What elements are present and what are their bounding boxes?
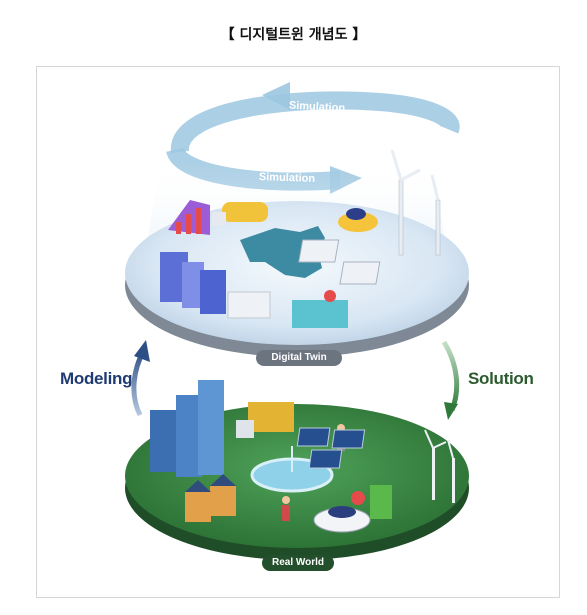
modeling-label: Modeling <box>60 369 133 388</box>
simulation-label-bottom: Simulation <box>258 171 316 185</box>
real-wind-turbines <box>424 429 455 503</box>
page-title: 【 디지털트윈 개념도 】 <box>220 27 367 43</box>
digital-twin-label: Digital Twin <box>271 352 327 363</box>
real-world-label: Real World <box>271 557 325 568</box>
solution-label: Solution <box>468 369 534 388</box>
digital-twin-label-plate <box>256 350 342 366</box>
real-car-icon <box>313 506 371 533</box>
modeling-arrow-icon <box>131 340 150 417</box>
twin-buildings <box>160 252 271 319</box>
twin-wind-turbine <box>390 149 441 256</box>
real-buildings <box>150 380 236 522</box>
twin-truck-icon <box>212 202 268 226</box>
real-truck-icon <box>236 402 294 438</box>
real-world-platform <box>125 380 469 571</box>
real-world-label-plate <box>262 555 334 571</box>
twin-solar-panels <box>298 239 381 285</box>
digital-twin-platform <box>125 149 469 366</box>
korea-map-icon <box>240 226 325 278</box>
solution-arrow-icon <box>441 340 460 420</box>
real-solar-panels <box>296 427 366 469</box>
simulation-arrow-top <box>171 82 460 154</box>
twin-chart-icon <box>168 200 210 235</box>
twin-map-pin-icon <box>292 290 348 328</box>
twin-car-icon <box>338 208 378 232</box>
ev-charger-icon <box>351 485 392 519</box>
